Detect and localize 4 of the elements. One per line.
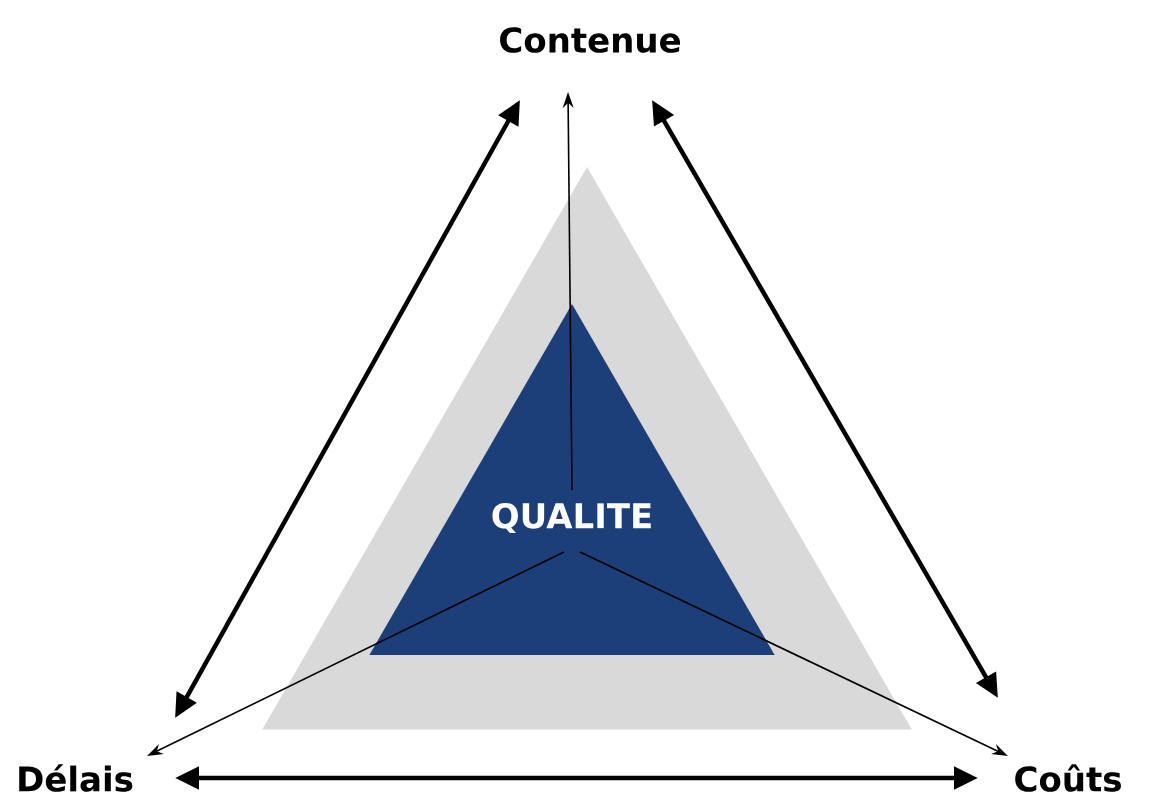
axis-label: Contenue — [500, 27, 681, 53]
axis-label: Délais — [19, 764, 133, 792]
inner-triangle: QUALITE — [369, 304, 775, 655]
axis-label: Coûts — [1015, 764, 1121, 792]
